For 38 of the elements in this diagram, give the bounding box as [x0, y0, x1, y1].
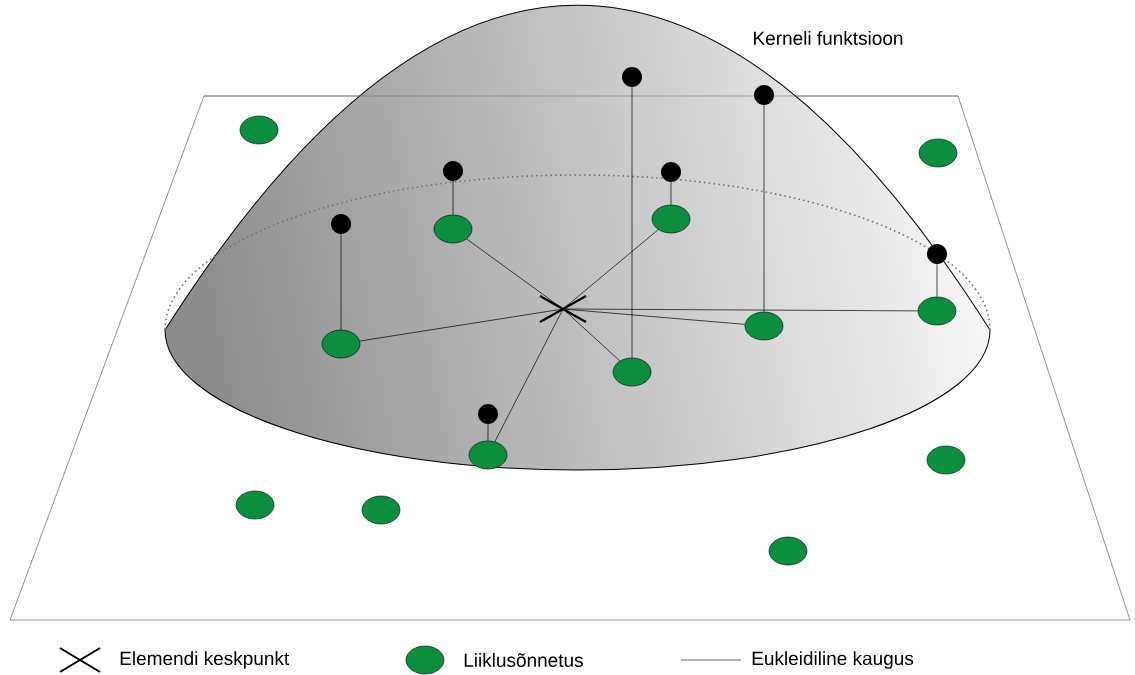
legend-text: Eukleidiline kaugus [752, 651, 914, 669]
legend-text: Liiklusõnnetus [464, 653, 583, 667]
accident-ellipse [321, 329, 361, 359]
accident-ellipse [651, 204, 691, 234]
label: Kerneli funktsioon [754, 31, 903, 45]
distance-line [563, 308, 919, 312]
accident-ellipse [917, 296, 957, 326]
accident-ellipse [235, 490, 275, 520]
kernel-dot [927, 244, 947, 264]
vertical-line [763, 104, 765, 313]
distance-line [494, 309, 564, 442]
distance-line [466, 238, 563, 309]
center-cross [538, 294, 588, 324]
kernel-dot [622, 67, 642, 87]
accident-ellipse [918, 138, 958, 168]
kernel-dot [754, 85, 774, 105]
accident-ellipse [361, 495, 401, 525]
kernel-dot [478, 404, 498, 424]
distance-line [563, 229, 659, 309]
vertical-line [340, 233, 342, 331]
accident-ellipse [433, 214, 473, 244]
accident-ellipse [768, 536, 808, 566]
legend-text: Elemendi keskpunkt [120, 651, 290, 669]
vertical-line [936, 263, 938, 298]
vertical-line [487, 423, 489, 442]
accident-ellipse [468, 440, 508, 470]
distance-line [359, 308, 563, 342]
kernel-dot [661, 162, 681, 182]
accident-ellipse [926, 445, 966, 475]
kernel-dot [443, 161, 463, 181]
accident-ellipse [612, 357, 652, 387]
accident-ellipse [744, 311, 784, 341]
vertical-line [631, 86, 633, 359]
distance-line [563, 309, 621, 362]
vertical-line [670, 181, 672, 206]
vertical-line [452, 180, 454, 216]
kernel-dot [331, 214, 351, 234]
accident-ellipse [239, 115, 279, 145]
